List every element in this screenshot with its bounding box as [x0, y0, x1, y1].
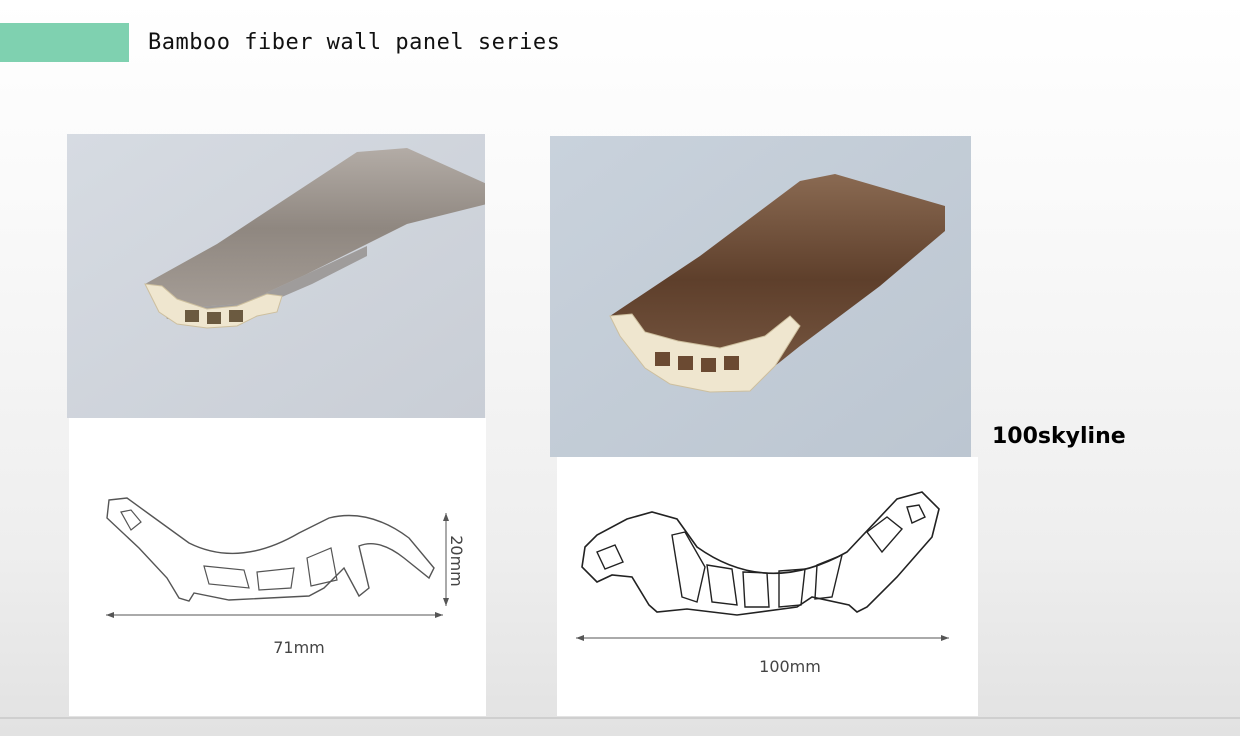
title-accent-bar	[0, 23, 129, 62]
width-dimension-label: 100mm	[759, 657, 821, 676]
molding-cross-section	[144, 283, 283, 329]
profile-outline	[106, 497, 435, 602]
molding-cross-section	[609, 313, 801, 393]
molding-face	[145, 148, 485, 309]
footer-divider	[0, 717, 1240, 719]
width-dimension-label: 71mm	[273, 638, 325, 657]
molding-face	[610, 174, 945, 386]
product-name-100skyline: 100skyline	[992, 424, 1126, 449]
page-title: Bamboo fiber wall panel series	[148, 30, 561, 55]
height-dimension-label: 20mm	[447, 535, 466, 587]
product-photo-100skyline	[550, 136, 971, 457]
profile-diagram-70skyline: 71mm 20mm	[69, 418, 486, 716]
profile-diagram-100skyline: 100mm	[557, 457, 978, 716]
product-photo-70skyline	[67, 134, 485, 418]
profile-outline	[581, 491, 940, 616]
